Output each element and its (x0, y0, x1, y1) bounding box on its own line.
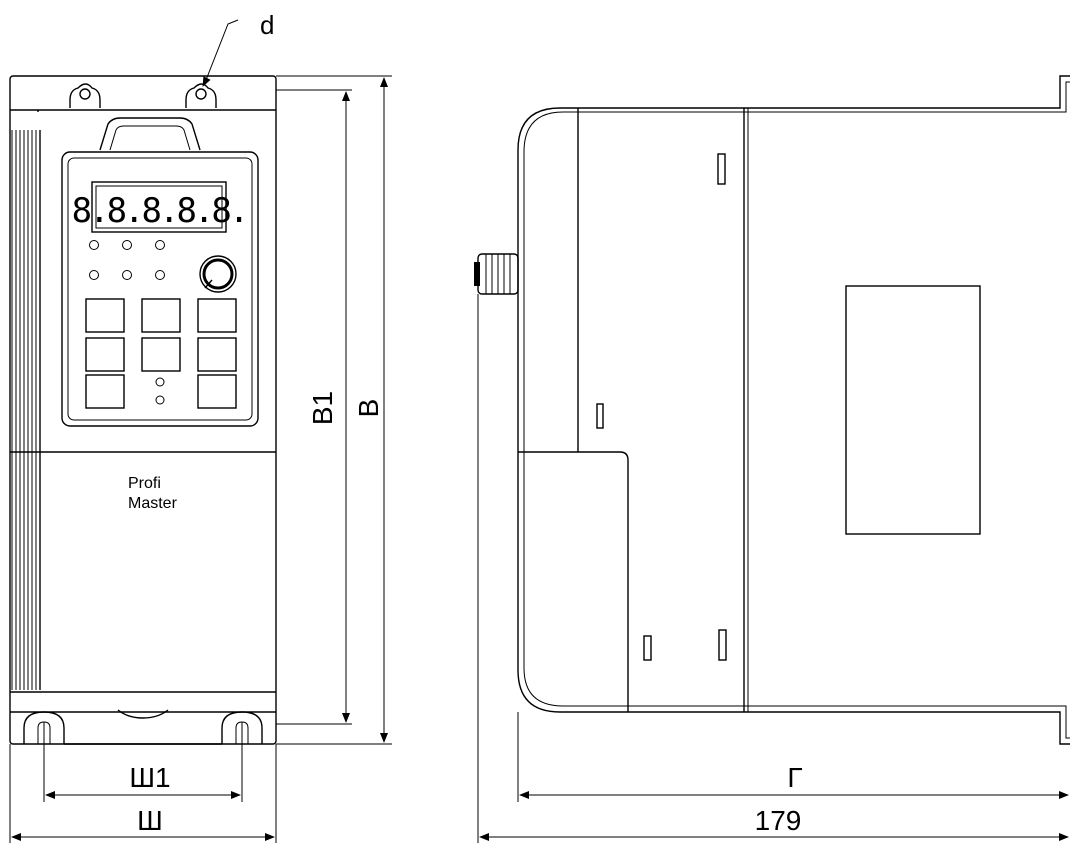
top-handle (99, 117, 201, 151)
keypad-buttons (85, 298, 237, 409)
dim-label-g: Г (787, 762, 802, 793)
led-digits: 8.8.8.8.8. (72, 191, 247, 231)
dim-label-sh1: Ш1 (129, 762, 170, 793)
cooling-fins (11, 130, 41, 690)
keypad-panel (61, 151, 259, 427)
side-body-outline (517, 75, 1070, 745)
front-dimensions: d В1 В Ш1 Ш (9, 10, 392, 843)
slot (643, 635, 652, 661)
brand-line-2: Master (128, 495, 178, 512)
cable-connector (474, 253, 519, 295)
dim-label-sh: Ш (137, 805, 163, 836)
side-dimensions: Г 179 (477, 294, 1069, 843)
dim-label-d: d (260, 10, 274, 40)
indicator-leds (89, 240, 165, 405)
front-body-outline (9, 75, 277, 745)
side-view (474, 75, 1070, 745)
led-display (91, 181, 227, 233)
brand-line-1: Profi (128, 475, 161, 492)
bottom-mount-slot-right (221, 711, 263, 744)
slot (718, 629, 727, 661)
dim-label-b1: В1 (307, 391, 338, 425)
potentiometer-knob (199, 255, 237, 293)
dim-label-b: В (353, 399, 384, 418)
dim-label-179: 179 (755, 805, 802, 836)
slot (596, 403, 604, 429)
bottom-mount-slot-left (23, 711, 65, 744)
top-mount-slot-right (185, 83, 217, 108)
label-plate (845, 285, 981, 535)
top-mount-slot-left (69, 83, 101, 108)
front-view: 8.8.8.8.8. (9, 75, 277, 745)
slot (717, 153, 726, 185)
bottom-notch (117, 709, 169, 719)
